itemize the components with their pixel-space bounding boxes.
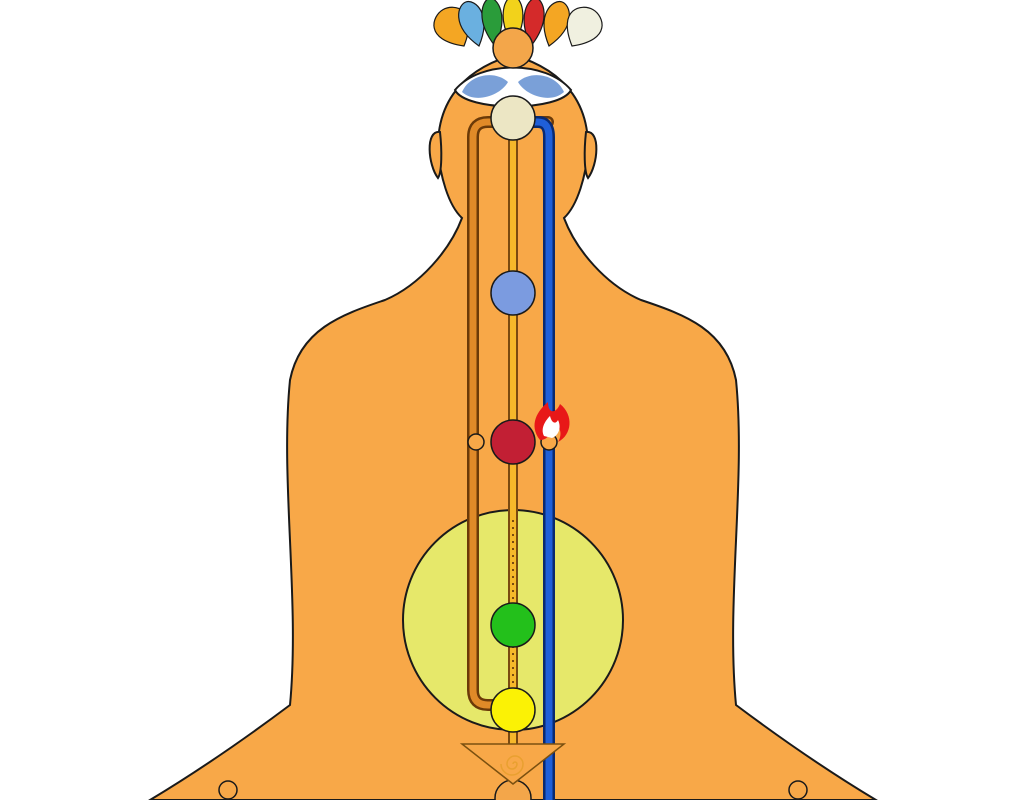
left-channel-inner: [469, 118, 552, 709]
spiral-icon: [500, 755, 524, 776]
lotus-petal: [481, 0, 503, 48]
left-channel-node: [467, 433, 485, 451]
left-ear: [428, 131, 443, 180]
lotus-petal: [566, 6, 603, 47]
chakra-heart: [490, 419, 536, 465]
chakra-crown: [492, 27, 534, 69]
right-ear: [583, 131, 598, 180]
root-triangle: [459, 743, 567, 785]
lotus-petal: [523, 0, 545, 48]
right-channel-inner: [524, 118, 553, 800]
chakra-throat: [490, 270, 536, 316]
chakra-navel: [490, 602, 536, 648]
left-hand-point: [218, 780, 238, 800]
flame-icon: [534, 402, 570, 442]
chakra-brow: [490, 95, 536, 141]
third-eye-lens: [453, 66, 573, 108]
crown-lotus-petals: [433, 0, 603, 48]
chakra-sacral: [490, 687, 536, 733]
right-hand-point: [788, 780, 808, 800]
chakra-points: [490, 27, 536, 800]
lotus-petal: [543, 0, 570, 47]
